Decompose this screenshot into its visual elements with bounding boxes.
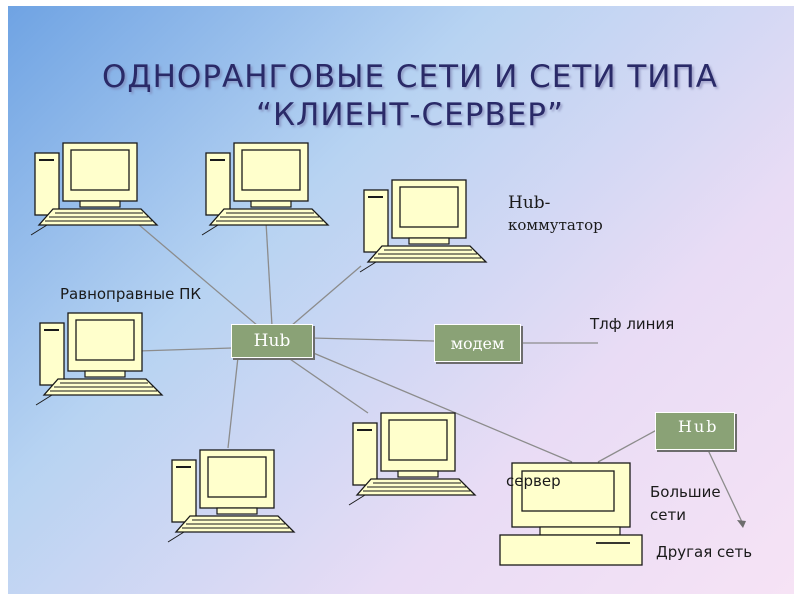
modem-box: модем (434, 324, 521, 362)
line-pc4-hub (137, 347, 233, 352)
slide-background (8, 6, 794, 594)
big-networks-label-line-1: Большие (650, 483, 721, 501)
computer-icon-3 (359, 179, 487, 273)
title-line-1: ОДНОРАНГОВЫЕ СЕТИ И СЕТИ ТИПА (101, 59, 719, 95)
hub-box-secondary: Hub (655, 412, 735, 450)
other-network-label: Другая сеть (656, 543, 753, 561)
hub-switch-label-line-2: коммутатор (508, 216, 603, 234)
big-networks-label-line-2: сети (650, 506, 686, 524)
line-pc3-hub (290, 265, 362, 327)
computer-icon-4 (35, 312, 163, 406)
line-pc2-hub (265, 221, 273, 327)
line-pc5-hub (227, 356, 239, 449)
line-pc6-hub (286, 356, 369, 414)
line-hub2-other (707, 449, 743, 523)
phone-line-label: Тлф линия (590, 315, 675, 333)
computer-icon-2 (201, 142, 329, 236)
server-computer-icon (499, 462, 643, 566)
big-networks-label: Большие сети (650, 481, 750, 527)
slide-title: ОДНОРАНГОВЫЕ СЕТИ И СЕТИ ТИПА “КЛИЕНТ-СЕ… (60, 58, 760, 134)
connection-lines (124, 212, 743, 523)
line-hub-modem (310, 337, 435, 342)
line-hub-server (310, 351, 573, 463)
line-server-hub2 (597, 425, 665, 463)
hub-switch-label-line-1: Hub- (508, 193, 551, 213)
computer-icon-6 (348, 412, 476, 506)
line-pc1-hub (124, 212, 259, 327)
title-line-2: “КЛИЕНТ-СЕРВЕР” (255, 97, 565, 133)
computer-icon-5 (167, 449, 295, 543)
hub-switch-label: Hub- коммутатор (508, 192, 628, 236)
peer-pcs-label: Равноправные ПК (60, 285, 201, 303)
computer-icon-1 (30, 142, 158, 236)
arrow-tip (737, 520, 746, 528)
hub-box: Hub (231, 324, 313, 358)
server-label: сервер (506, 472, 561, 490)
